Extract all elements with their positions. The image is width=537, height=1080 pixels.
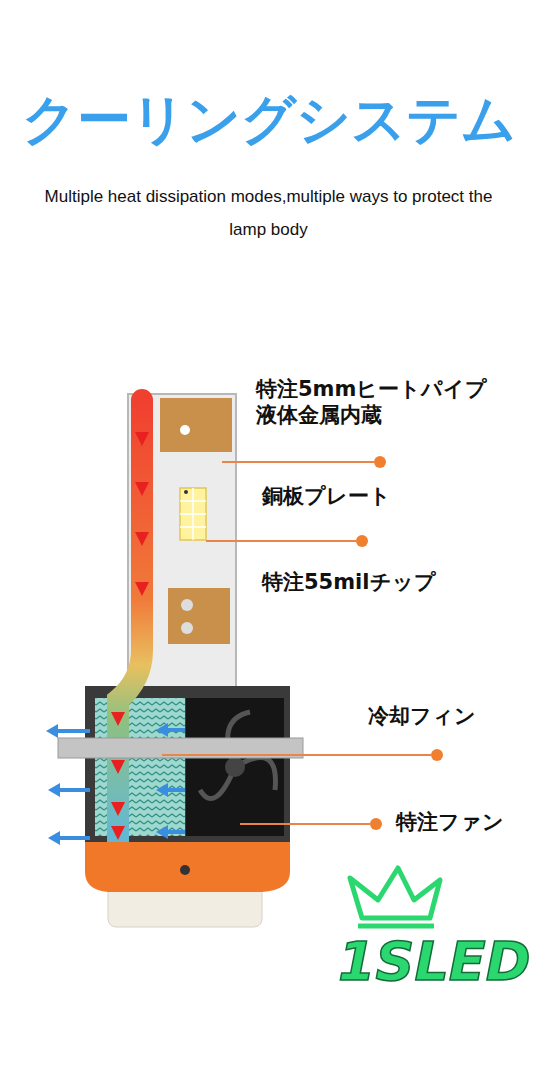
subtitle: Multiple heat dissipation modes,multiple… [40, 180, 497, 246]
page-title: クーリングシステム [10, 88, 527, 153]
brand-logo: 1SLED [338, 930, 531, 993]
part-label: 特注ファン [396, 808, 504, 836]
part-label: 銅板プレート [262, 482, 391, 510]
part-label: 特注5mmヒートパイプ 液体金属内蔵 [256, 376, 526, 429]
part-label: 冷却フィン [368, 702, 476, 730]
part-label: 特注55milチップ [262, 568, 436, 596]
